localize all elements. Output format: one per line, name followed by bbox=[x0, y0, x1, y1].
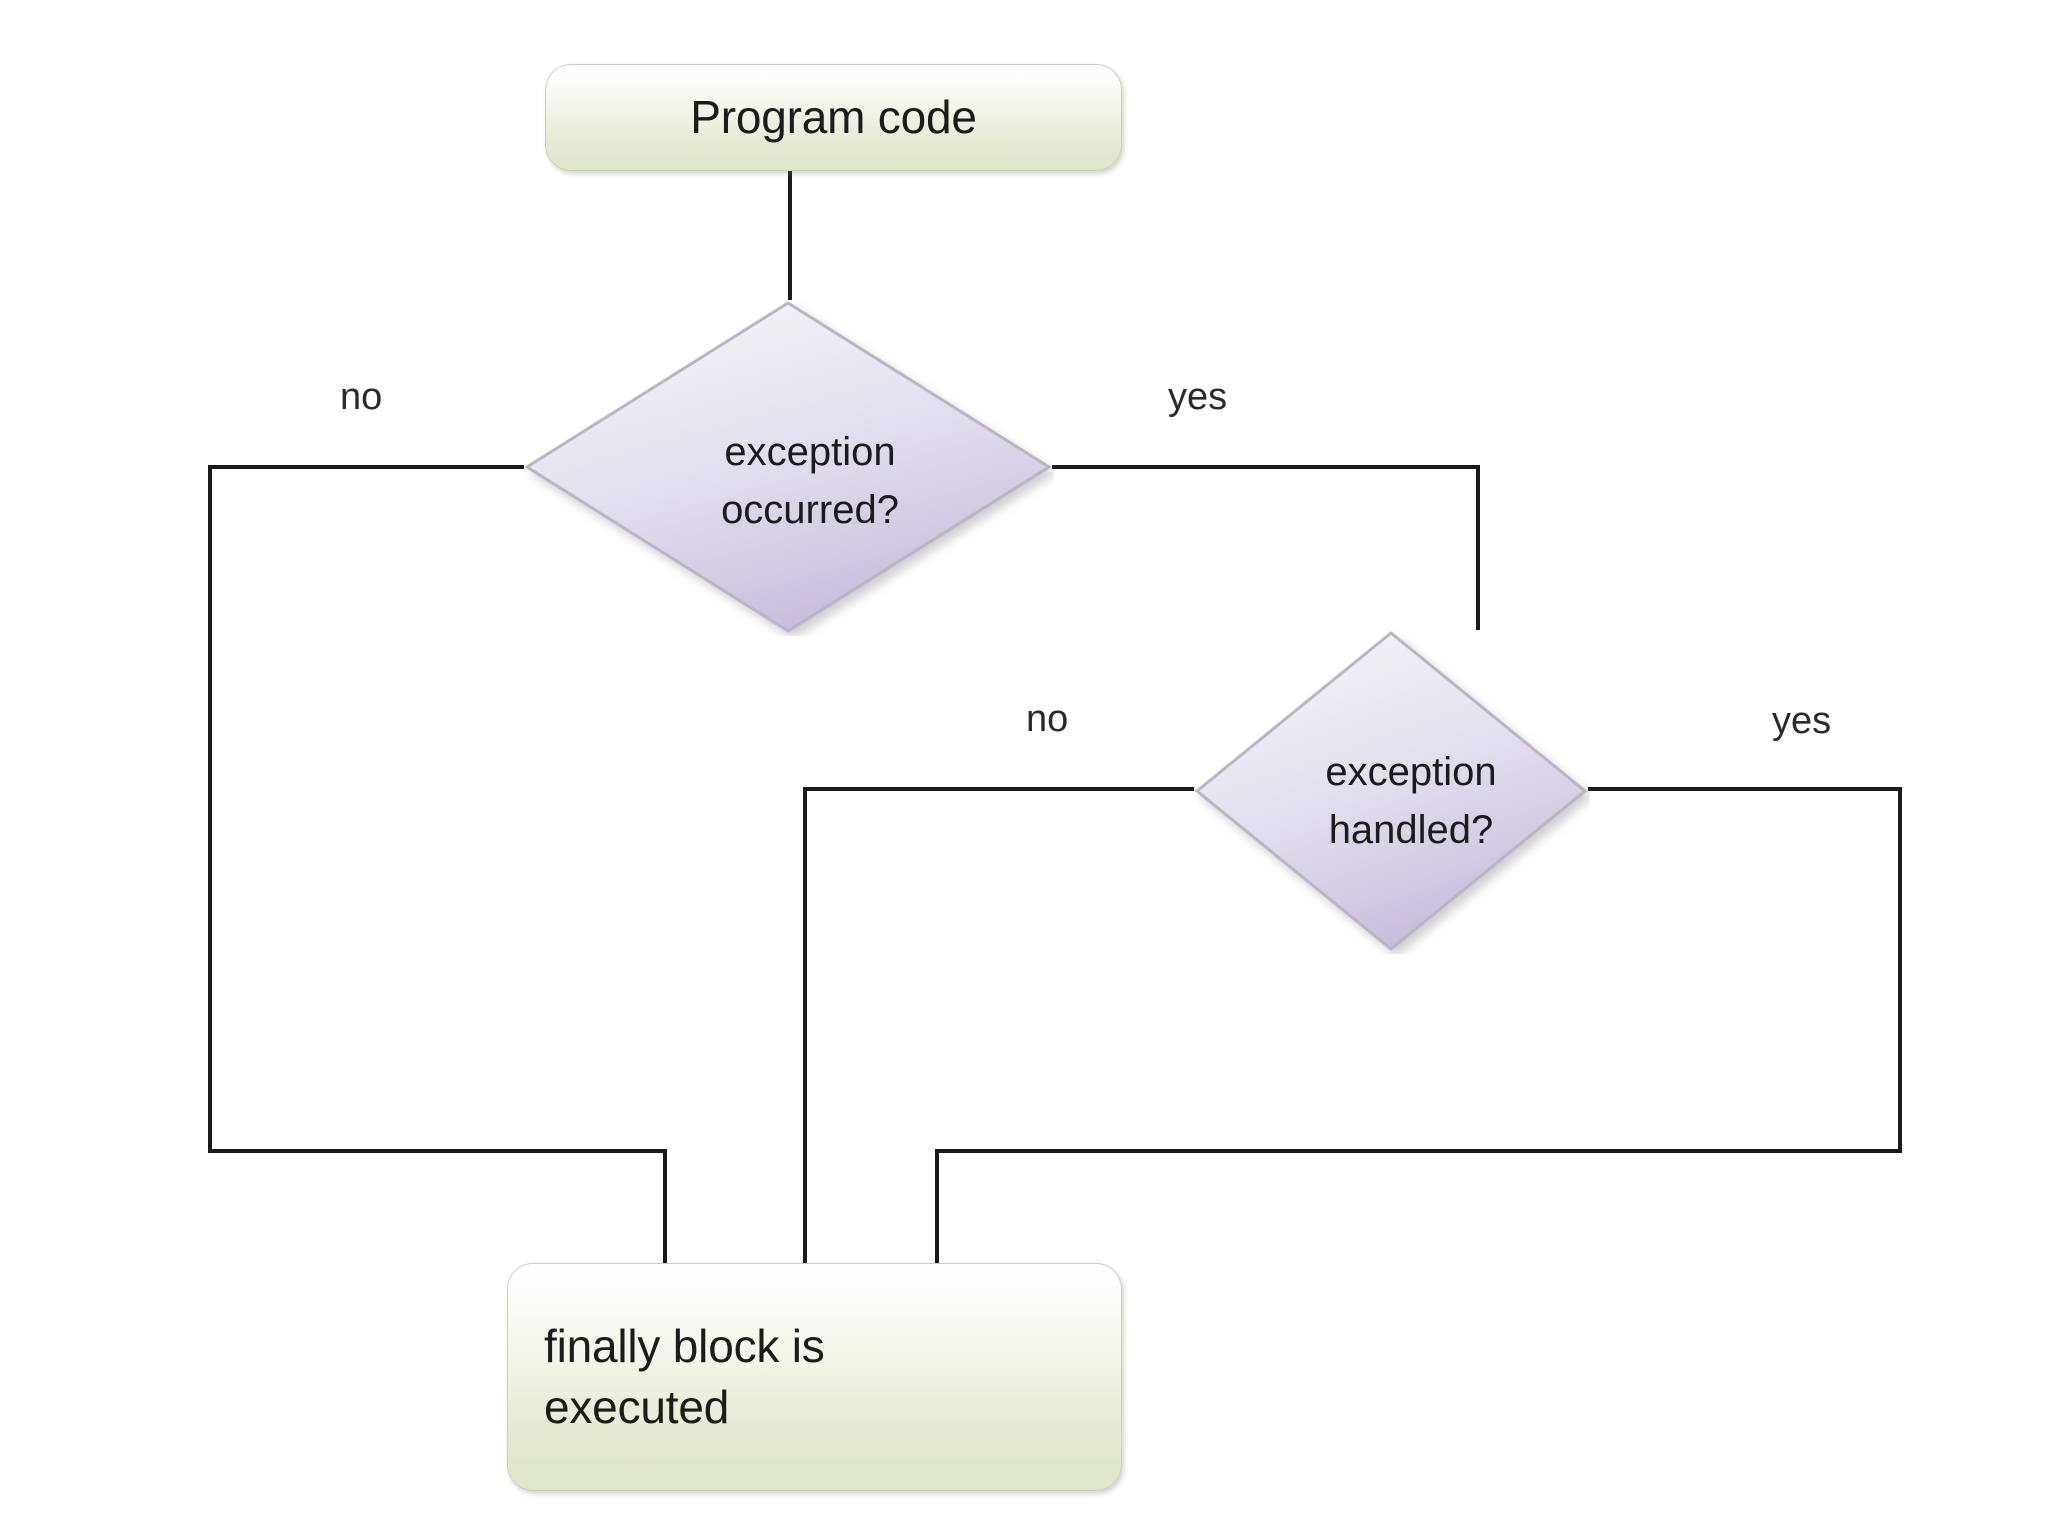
node-exception-occurred-label: exception occurred? bbox=[721, 429, 899, 532]
diamond-shape-handled bbox=[1194, 631, 1588, 951]
node-program-code-label: Program code bbox=[690, 91, 977, 144]
node-exception-occurred[interactable]: exception occurred? bbox=[522, 298, 1054, 636]
edge-occurred-no-to-finally bbox=[208, 465, 667, 1265]
edge-handled-no-to-finally bbox=[803, 787, 1194, 1265]
node-exception-handled-label: exception handled? bbox=[1325, 749, 1497, 852]
edge-label-handled-yes: yes bbox=[1772, 700, 1832, 742]
edge-handled-yes-to-finally bbox=[935, 787, 1902, 1265]
edge-label-occurred-no: no bbox=[340, 376, 383, 418]
node-finally-block-label: finally block is executed bbox=[544, 1320, 825, 1433]
diamond-shape-occurred bbox=[524, 301, 1052, 633]
node-finally-block[interactable]: finally block is executed bbox=[507, 1263, 1122, 1491]
node-program-code[interactable]: Program code bbox=[545, 64, 1122, 171]
edge-label-occurred-yes: yes bbox=[1168, 376, 1228, 418]
edge-occurred-yes-to-handled bbox=[1052, 465, 1480, 630]
node-exception-handled[interactable]: exception handled? bbox=[1192, 628, 1590, 954]
edge-label-handled-no: no bbox=[1026, 698, 1069, 740]
